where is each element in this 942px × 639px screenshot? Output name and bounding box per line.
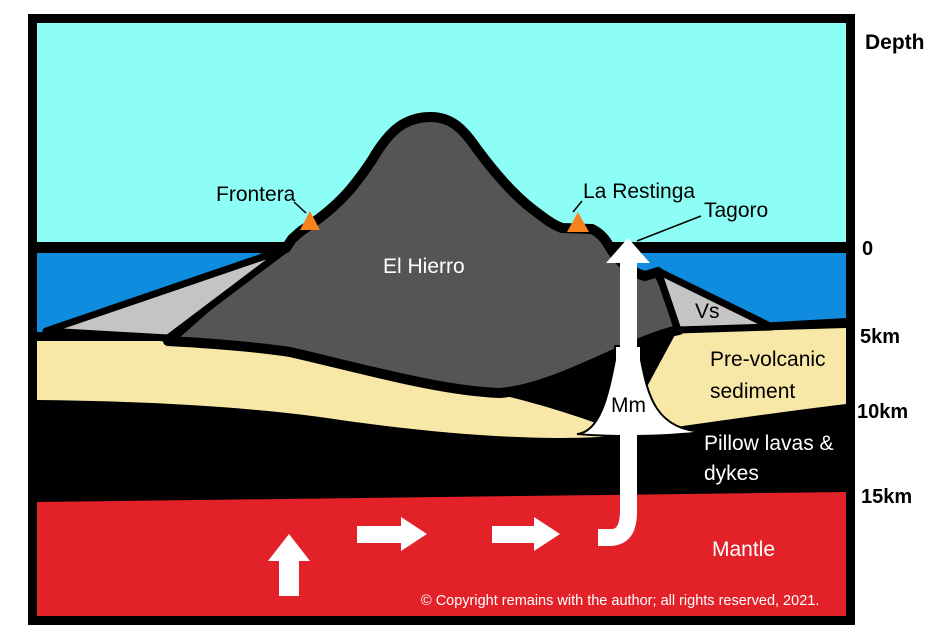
vs-apron-wedge [654,267,776,334]
copyright-note: © Copyright remains with the author; all… [421,593,819,609]
label-mantle: Mantle [712,538,775,561]
volcano-icon-la-restinga [567,212,589,232]
mantle-up-arrow [268,534,310,596]
mantle-flow-arrow-left [357,517,427,551]
label-el-hierro: El Hierro [383,255,465,278]
mantle-flow-arrow-right [492,517,560,551]
label-pillow-line1: Pillow lavas & [704,432,834,455]
label-vs: Vs [695,300,720,323]
la-restinga-leader-line [572,200,583,213]
label-pillow-line2: dykes [704,462,759,485]
label-tagoro: Tagoro [704,199,768,222]
tagoro-leader-line [636,215,702,242]
depth-tick-10km: 10km [857,401,908,423]
west-apron-wedge [42,245,290,342]
depth-tick-0: 0 [862,238,873,260]
frontera-leader-line [293,201,307,214]
label-la-restinga: La Restinga [583,180,695,203]
label-frontera: Frontera [216,183,296,206]
label-pre-volcanic-line1: Pre-volcanic [710,348,826,371]
mantle-layer [37,492,846,616]
volcano-icon-frontera [300,211,320,230]
depth-axis-title: Depth [865,31,925,54]
depth-tick-5km: 5km [860,326,900,348]
label-pre-volcanic-line2: sediment [710,380,795,403]
label-mm: Mm [611,394,646,417]
depth-tick-15km: 15km [861,486,912,508]
magma-conduit-arrow [598,238,650,546]
